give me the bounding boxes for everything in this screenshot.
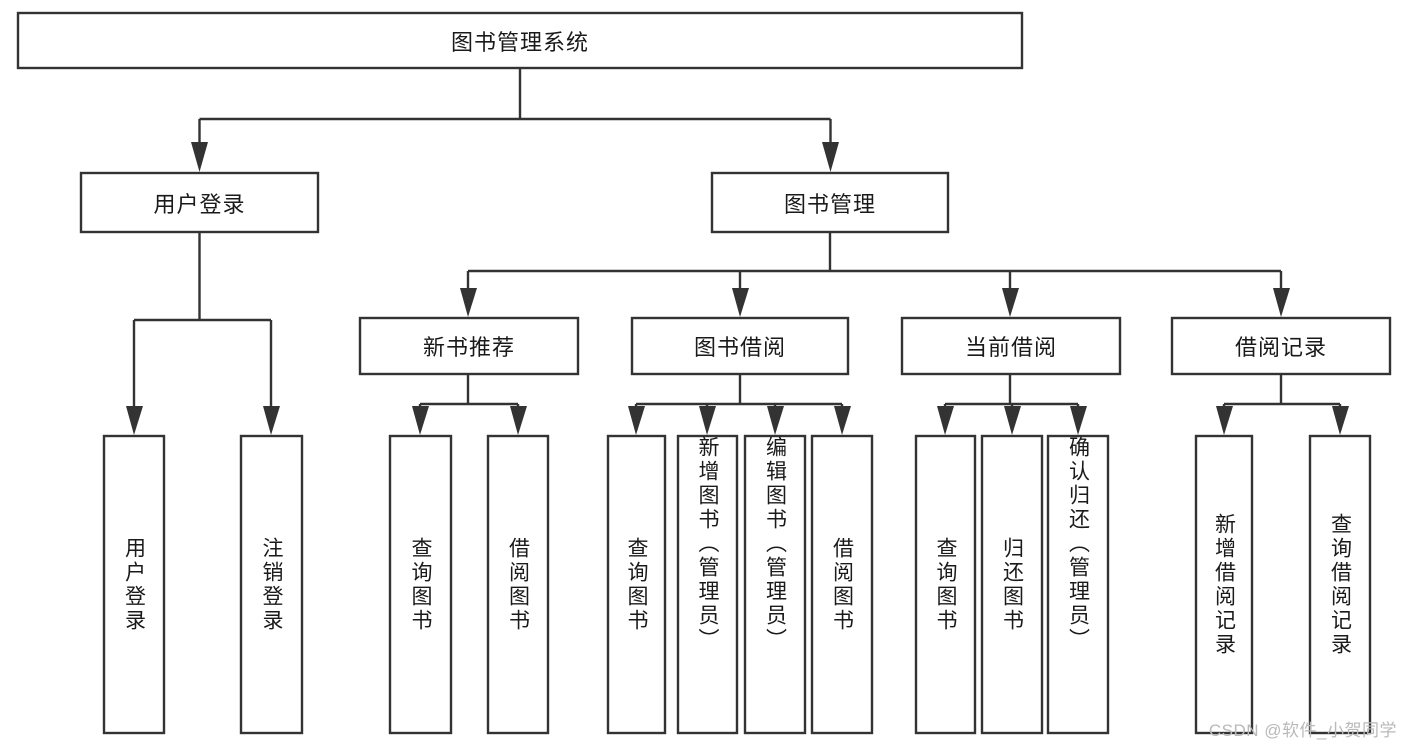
node-box-leaf-query-book-1[interactable] [388, 434, 453, 735]
arrow-head-leaf-user-logout [263, 406, 280, 435]
node-box-book-borrow[interactable] [630, 316, 850, 376]
connector-group-new-book-rec [412, 374, 527, 435]
connector-group-book-borrow [628, 374, 851, 435]
node-box-leaf-add-book[interactable] [676, 434, 739, 735]
node-box-borrow-record[interactable] [1170, 316, 1392, 376]
arrow-head-current-borrow [1002, 288, 1019, 317]
arrow-head-leaf-query-record [1332, 406, 1349, 435]
connector-group-current-borrow [937, 374, 1087, 435]
node-box-leaf-edit-book[interactable] [743, 434, 807, 735]
node-box-leaf-query-book-2[interactable] [606, 434, 667, 735]
node-box-leaf-add-record[interactable] [1194, 434, 1254, 735]
connector-group-root [191, 68, 839, 172]
node-box-leaf-query-book-3[interactable] [914, 434, 977, 735]
arrow-head-leaf-edit-book [767, 406, 784, 435]
arrow-head-book-manage [822, 142, 839, 172]
arrow-head-leaf-add-record [1216, 406, 1233, 435]
arrow-head-leaf-confirm-return [1070, 406, 1087, 435]
arrow-head-leaf-borrow-book-1 [510, 406, 527, 435]
arrow-head-borrow-record [1273, 288, 1290, 317]
node-box-leaf-user-login[interactable] [102, 434, 166, 735]
node-box-current-borrow[interactable] [900, 316, 1122, 376]
node-box-leaf-user-logout[interactable] [239, 434, 304, 735]
connector-group-user-login [126, 232, 280, 435]
node-box-leaf-borrow-book-1[interactable] [486, 434, 550, 735]
node-box-leaf-borrow-book-2[interactable] [810, 434, 874, 735]
arrow-head-leaf-query-book-1 [412, 406, 429, 435]
node-box-book-manage[interactable] [710, 171, 950, 234]
connector-group-borrow-record [1216, 374, 1349, 435]
arrow-head-leaf-user-login [126, 406, 143, 435]
arrow-head-user-login [191, 142, 208, 172]
node-box-leaf-query-record[interactable] [1308, 434, 1372, 735]
node-box-new-book-rec[interactable] [358, 316, 580, 376]
node-box-user-login[interactable] [79, 171, 320, 234]
arrow-head-leaf-borrow-book-2 [834, 406, 851, 435]
arrow-head-leaf-query-book-3 [937, 406, 954, 435]
node-box-root[interactable] [16, 11, 1024, 70]
connector-group-book-manage [460, 232, 1290, 317]
node-box-leaf-confirm-return[interactable] [1046, 434, 1110, 735]
arrow-head-new-book-rec [460, 288, 477, 317]
node-box-leaf-return-book[interactable] [980, 434, 1044, 735]
arrow-head-book-borrow [732, 288, 749, 317]
csdn-watermark: CSDN @软件_小贺同学 [1208, 721, 1397, 740]
arrow-head-leaf-return-book [1004, 406, 1021, 435]
arrow-head-leaf-add-book [699, 406, 716, 435]
arrow-head-leaf-query-book-2 [628, 406, 645, 435]
